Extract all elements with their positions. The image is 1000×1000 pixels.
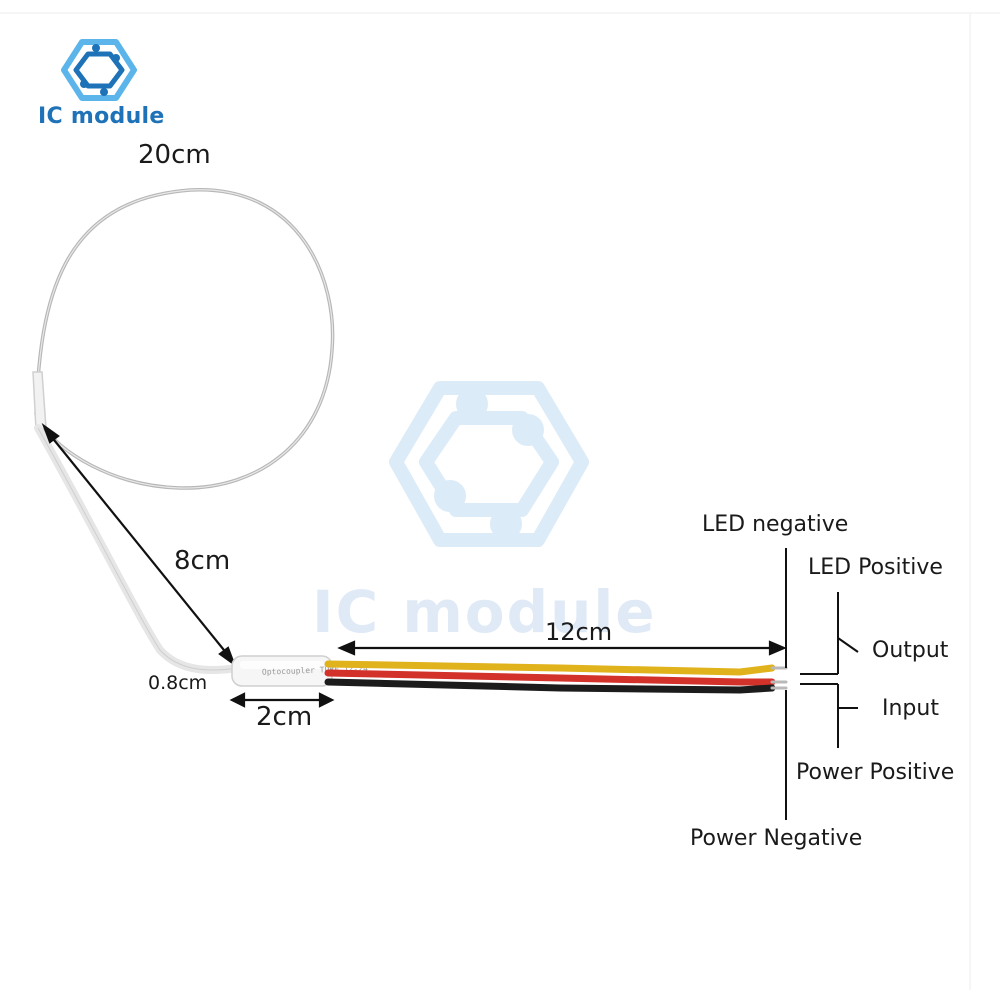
lead-dimension-arrow: [41, 423, 237, 667]
yellow-wire: [324, 660, 776, 676]
module-width-label: 2cm: [256, 702, 313, 732]
pin-label-led-negative: LED negative: [702, 512, 849, 537]
red-wire: [324, 669, 776, 686]
pin-label-power-positive: Power Positive: [796, 760, 955, 785]
wire-tips: [770, 666, 788, 690]
cable-dimension-label: 12cm: [545, 618, 613, 646]
sensor-loop-wire: [34, 188, 335, 490]
loop-wire-highlight: [35, 189, 334, 489]
watermark-hexagon-icon: [389, 381, 589, 547]
pin-label-output: Output: [872, 638, 949, 663]
pin-leader-lines: [785, 548, 859, 820]
pin-label-input: Input: [882, 696, 939, 721]
module-height-label: 0.8cm: [148, 672, 208, 694]
pin-label-power-negative: Power Negative: [690, 826, 863, 851]
lead-wire-edge: [37, 427, 239, 671]
heat-shrink-sleeve: [32, 371, 47, 431]
cable-bundle: [324, 660, 776, 694]
logo-text: IC module: [38, 104, 165, 129]
optocoupler-module: [231, 655, 333, 687]
module-width-arrow: [229, 692, 335, 708]
black-wire: [324, 678, 776, 694]
pin-label-led-positive: LED Positive: [808, 555, 943, 580]
watermark-text: IC module: [312, 578, 657, 646]
loop-dimension-label: 20cm: [138, 140, 211, 170]
lead-dimension-label: 8cm: [174, 546, 231, 576]
hexagon-circuit-icon: [61, 39, 137, 101]
cable-dimension-arrow: [337, 640, 787, 656]
